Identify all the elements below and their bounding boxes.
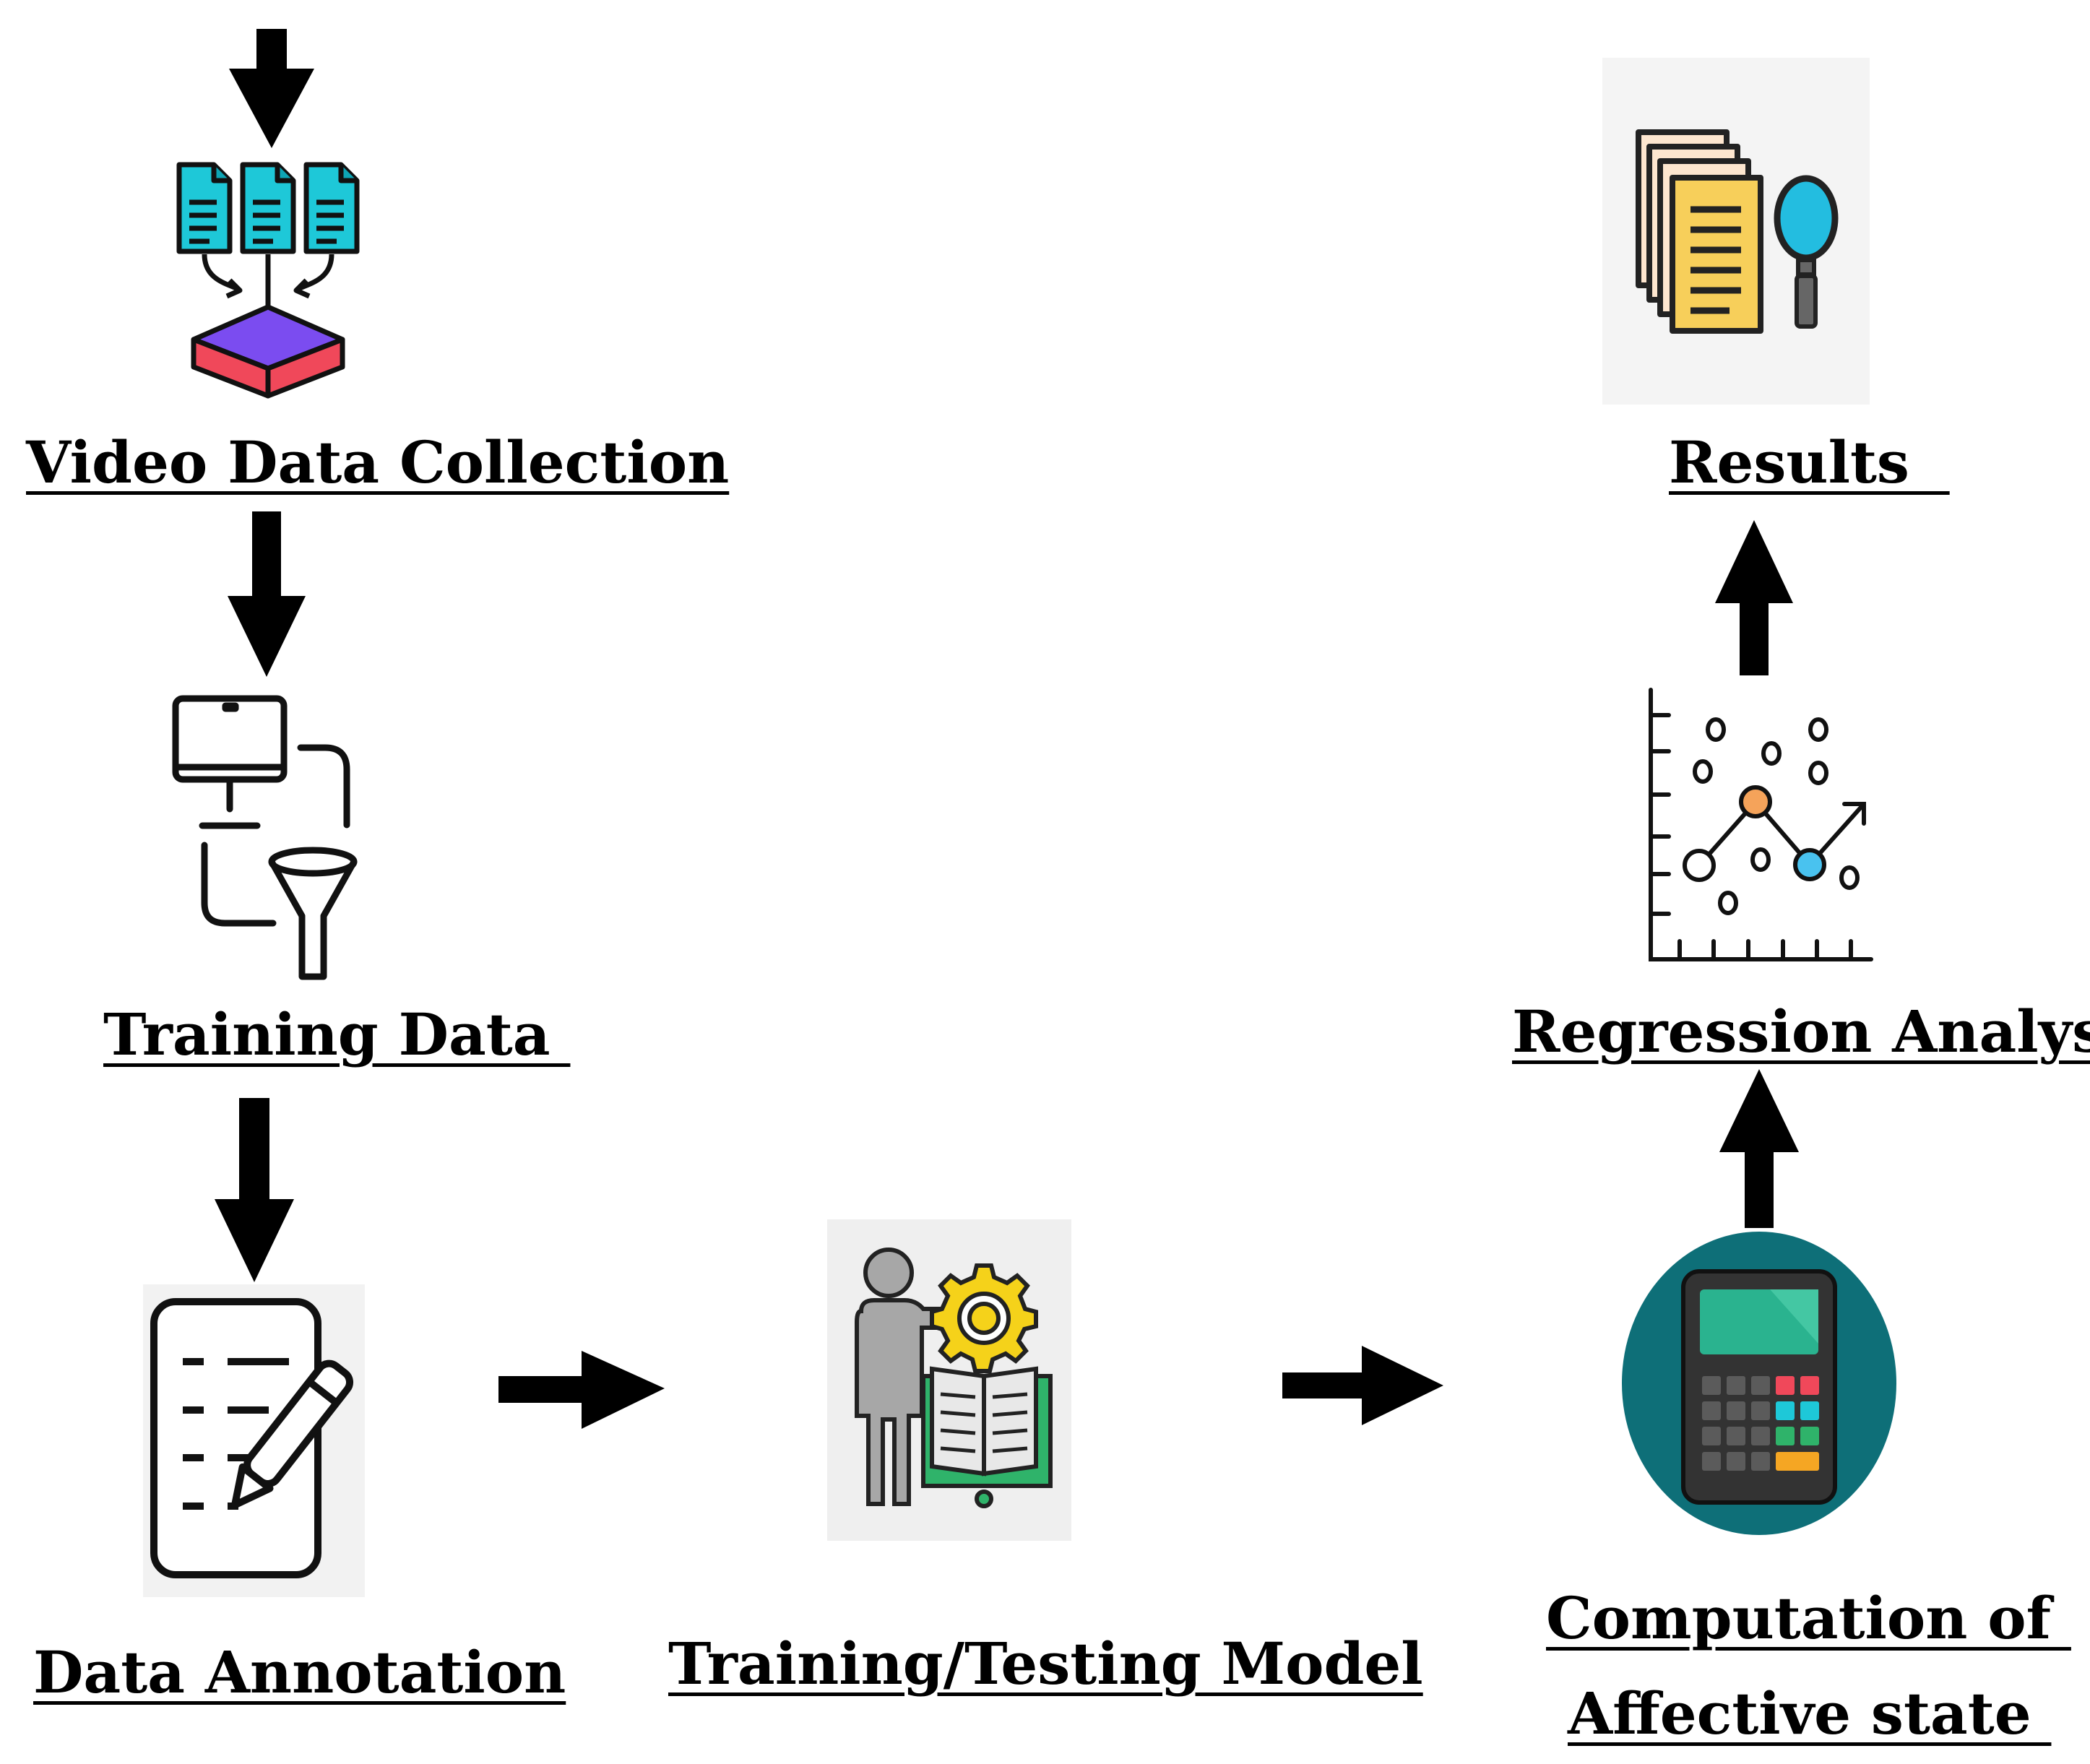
label-computation-line1: Computation of xyxy=(1546,1584,2071,1652)
arrow-model-to-computation xyxy=(1282,1346,1443,1425)
label-data-annotation: Data Annotation xyxy=(33,1638,566,1706)
flow-arrows xyxy=(215,29,1799,1429)
book-icon xyxy=(921,1366,1053,1508)
label-training-testing-model: Training/Testing Model xyxy=(668,1630,1423,1698)
data-filter-icon xyxy=(172,695,358,980)
scatter-plot-icon xyxy=(1649,688,1873,961)
trainer-gear-book-icon xyxy=(827,1219,1071,1541)
label-training-data: Training Data xyxy=(103,1000,571,1068)
label-video-data-collection: Video Data Collection xyxy=(26,428,730,496)
label-results: Results xyxy=(1669,428,1950,496)
documents-magnifier-icon xyxy=(1602,58,1870,405)
arrow-computation-to-regression xyxy=(1719,1069,1799,1228)
arrow-training-to-annotation xyxy=(215,1098,294,1282)
arrow-into-video xyxy=(229,29,314,148)
gear-icon xyxy=(930,1263,1038,1373)
label-regression-analysis: Regression Analysis xyxy=(1512,998,2090,1065)
arrow-annotation-to-model xyxy=(498,1351,665,1429)
data-collection-icon xyxy=(176,162,360,399)
annotation-clipboard-icon xyxy=(143,1284,365,1597)
arrow-video-to-training xyxy=(228,511,306,677)
calculator-icon xyxy=(1622,1232,1896,1535)
arrow-regression-to-results xyxy=(1715,520,1793,675)
label-computation-line2: Affective state xyxy=(1568,1679,2052,1747)
